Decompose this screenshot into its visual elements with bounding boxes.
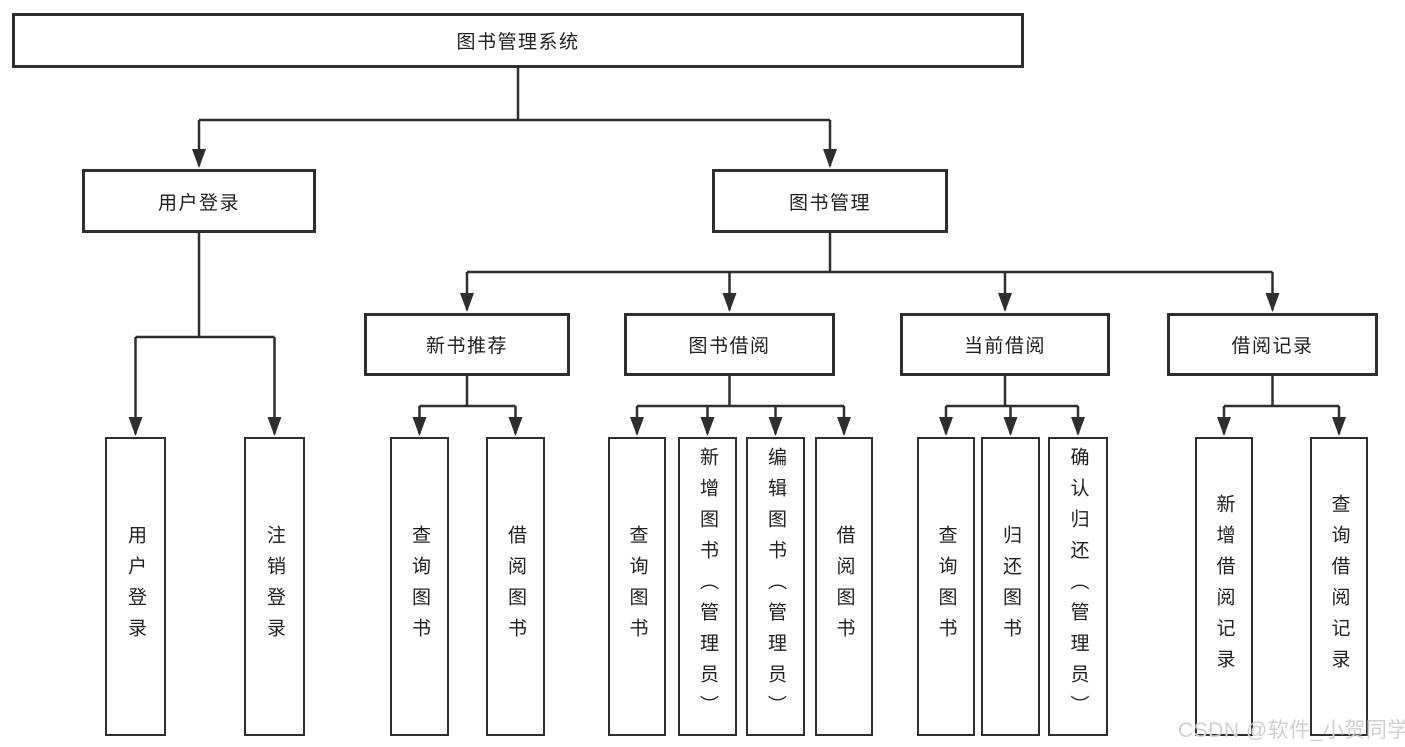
leaf-query-books-recommend: 查询图书 bbox=[390, 437, 449, 736]
connector-borrowing-to-leaves bbox=[635, 376, 846, 434]
node-book-management: 图书管理 bbox=[712, 169, 948, 233]
leaf-edit-books-admin: 编辑图书（管理员） bbox=[746, 437, 805, 736]
leaf-confirm-return-admin: 确认归还（管理员） bbox=[1048, 437, 1108, 736]
node-label: 借阅图书 bbox=[505, 524, 526, 649]
node-label: 编辑图书（管理员） bbox=[765, 447, 786, 726]
connector-login-to-leaves bbox=[134, 233, 276, 434]
node-label: 新增图书（管理员） bbox=[697, 447, 718, 726]
node-label: 注销登录 bbox=[264, 524, 285, 649]
leaf-borrow-books-borrowing: 借阅图书 bbox=[815, 437, 873, 736]
leaf-return-books: 归还图书 bbox=[981, 437, 1040, 736]
node-label: 查询图书 bbox=[935, 524, 957, 649]
leaf-query-books-current: 查询图书 bbox=[917, 437, 975, 736]
node-label: 新增借阅记录 bbox=[1213, 493, 1235, 680]
node-label: 图书管理 bbox=[788, 192, 871, 214]
leaf-borrow-books-recommend: 借阅图书 bbox=[486, 437, 545, 736]
leaf-user-login: 用户登录 bbox=[105, 437, 166, 736]
node-label: 查询图书 bbox=[409, 524, 430, 649]
node-current-borrowing: 当前借阅 bbox=[900, 313, 1110, 376]
node-book-borrowing: 图书借阅 bbox=[624, 313, 835, 376]
connector-current-to-leaves bbox=[944, 376, 1080, 434]
node-label: 图书管理系统 bbox=[456, 32, 580, 53]
node-borrow-records: 借阅记录 bbox=[1167, 313, 1378, 376]
leaf-logout-login: 注销登录 bbox=[244, 437, 305, 736]
node-label: 用户登录 bbox=[125, 524, 146, 649]
connector-records-to-leaves bbox=[1222, 376, 1341, 434]
leaf-query-books-borrowing: 查询图书 bbox=[608, 437, 666, 736]
node-label: 查询图书 bbox=[626, 524, 648, 649]
node-label: 借阅图书 bbox=[833, 524, 855, 649]
node-label: 图书借阅 bbox=[688, 336, 771, 357]
leaf-query-borrow-record: 查询借阅记录 bbox=[1310, 437, 1368, 736]
leaf-add-borrow-record: 新增借阅记录 bbox=[1195, 437, 1253, 736]
node-label: 查询借阅记录 bbox=[1328, 493, 1350, 680]
node-book-management-system: 图书管理系统 bbox=[12, 13, 1024, 68]
node-user-login: 用户登录 bbox=[82, 169, 316, 233]
node-label: 确认归还（管理员） bbox=[1067, 447, 1089, 726]
node-label: 借阅记录 bbox=[1231, 336, 1314, 357]
leaf-add-books-admin: 新增图书（管理员） bbox=[678, 437, 737, 736]
connector-root-to-level2 bbox=[197, 68, 832, 166]
node-label: 归还图书 bbox=[1000, 524, 1021, 649]
connector-management-to-level3 bbox=[465, 233, 1274, 310]
node-label: 新书推荐 bbox=[425, 336, 508, 357]
connector-recommend-to-leaves bbox=[418, 376, 517, 434]
node-label: 用户登录 bbox=[157, 192, 240, 214]
node-new-book-recommend: 新书推荐 bbox=[364, 313, 570, 376]
watermark: CSDN @软件_小贺同学 bbox=[1178, 719, 1405, 742]
node-label: 当前借阅 bbox=[963, 336, 1046, 357]
